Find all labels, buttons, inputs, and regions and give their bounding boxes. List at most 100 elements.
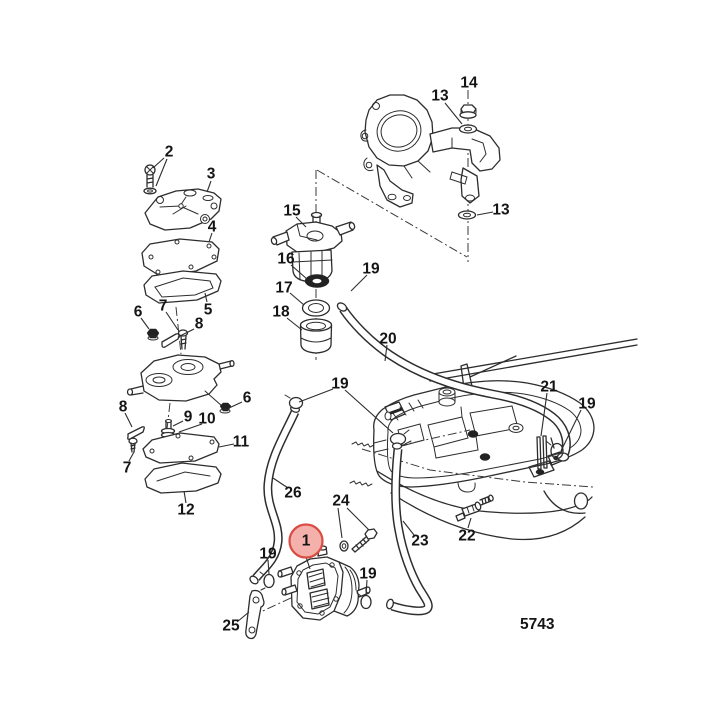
callout-18[interactable]: 18 — [272, 304, 303, 331]
callout-2[interactable]: 2 — [152, 144, 174, 187]
callout-21[interactable]: 21 — [540, 379, 558, 437]
callout-number[interactable]: 1 — [302, 533, 311, 550]
part-1-fuel-pump — [277, 545, 371, 621]
callout-number[interactable]: 17 — [275, 280, 292, 297]
part-14-nut — [459, 104, 477, 119]
highlight-circle[interactable] — [288, 523, 324, 559]
callout-leader-line — [267, 559, 270, 575]
hose-26 — [249, 394, 304, 585]
hose-20 — [336, 302, 571, 462]
callout-number[interactable]: 13 — [431, 88, 449, 105]
callout-16[interactable]: 16 — [277, 251, 308, 280]
callout-leader-line — [204, 292, 208, 303]
callout-number[interactable]: 12 — [177, 502, 194, 519]
callout-8[interactable]: 8 — [119, 399, 133, 428]
clamp-19-hose26-top — [288, 396, 304, 410]
callout-19[interactable]: 19 — [298, 376, 394, 434]
callout-number[interactable]: 19 — [362, 261, 380, 278]
callout-number[interactable]: 16 — [277, 251, 295, 268]
callout-number[interactable]: 7 — [159, 298, 168, 315]
part-17-seal-ring — [301, 299, 331, 317]
callout-14[interactable]: 14 — [460, 75, 478, 92]
callout-25[interactable]: 25 — [222, 611, 250, 635]
callout-26[interactable]: 26 — [272, 477, 302, 502]
callout-number[interactable]: 22 — [458, 528, 475, 545]
part-18-filter-bowl — [299, 318, 333, 354]
callout-19[interactable]: 19 — [259, 546, 277, 575]
callout-leader-line — [272, 477, 289, 489]
callout-23[interactable]: 23 — [402, 520, 429, 550]
callout-number[interactable]: 19 — [359, 566, 377, 583]
callout-number[interactable]: 4 — [208, 219, 217, 236]
callout-6[interactable]: 6 — [228, 390, 252, 409]
callout-number[interactable]: 9 — [184, 409, 193, 426]
part-16-filter-element — [304, 274, 330, 288]
callout-1[interactable]: 1 — [288, 523, 324, 570]
callout-12[interactable]: 12 — [177, 490, 195, 519]
callout-number[interactable]: 5 — [204, 302, 213, 319]
callout-number[interactable]: 26 — [284, 485, 302, 502]
callout-7[interactable]: 7 — [123, 451, 135, 477]
callout-10[interactable]: 10 — [178, 411, 216, 433]
callout-15[interactable]: 15 — [283, 203, 307, 228]
callout-number[interactable]: 8 — [119, 399, 128, 416]
callout-leader-line — [540, 392, 548, 437]
callout-4[interactable]: 4 — [208, 219, 217, 243]
callout-24[interactable]: 24 — [332, 493, 370, 539]
callout-leader-line — [183, 490, 187, 504]
callout-number[interactable]: 20 — [379, 331, 396, 348]
part-22-fitting — [455, 494, 494, 522]
callout-number[interactable]: 19 — [578, 396, 596, 413]
callout-20[interactable]: 20 — [379, 331, 397, 362]
callout-number[interactable]: 24 — [332, 493, 350, 510]
clamp-19-pump-right — [356, 592, 372, 610]
callout-19[interactable]: 19 — [359, 566, 377, 596]
part-25-link-plate — [245, 589, 265, 640]
callout-number[interactable]: 8 — [195, 316, 204, 333]
callout-13[interactable]: 13 — [431, 88, 463, 125]
callout-leader-line — [152, 157, 165, 169]
part-8-pin-left — [127, 426, 145, 440]
part-7-screw-bottom — [128, 437, 138, 453]
callout-7[interactable]: 7 — [159, 298, 179, 331]
callout-number[interactable]: 15 — [283, 203, 301, 220]
callout-number[interactable]: 21 — [540, 379, 558, 396]
callout-leader-line — [172, 420, 184, 427]
callout-number[interactable]: 6 — [134, 304, 143, 321]
callout-leader-line — [295, 216, 307, 228]
callout-leader-line — [177, 328, 195, 338]
callout-9[interactable]: 9 — [172, 409, 193, 427]
callout-number[interactable]: 6 — [243, 390, 252, 407]
callout-number[interactable]: 19 — [259, 546, 277, 563]
callout-leader-line — [208, 232, 213, 243]
callout-17[interactable]: 17 — [275, 280, 305, 306]
callout-11[interactable]: 11 — [218, 434, 250, 451]
callout-leader-line — [560, 409, 582, 452]
callout-5[interactable]: 5 — [204, 292, 213, 319]
callout-number[interactable]: 14 — [460, 75, 478, 92]
callout-number[interactable]: 11 — [233, 434, 250, 451]
callout-3[interactable]: 3 — [206, 166, 216, 193]
callout-number[interactable]: 2 — [165, 144, 174, 161]
callout-6[interactable]: 6 — [134, 304, 150, 330]
callout-leader-line — [124, 412, 133, 428]
callout-19[interactable]: 19 — [350, 261, 380, 292]
callout-number[interactable]: 25 — [222, 618, 240, 635]
callout-number[interactable]: 13 — [492, 202, 510, 219]
callout-number[interactable]: 23 — [411, 533, 429, 550]
callout-number[interactable]: 3 — [207, 166, 216, 183]
callout-number[interactable]: 18 — [272, 304, 290, 321]
callout-22[interactable]: 22 — [458, 517, 476, 545]
callout-number[interactable]: 7 — [123, 460, 132, 477]
callout-leader-line — [155, 158, 168, 187]
callout-19[interactable]: 19 — [560, 396, 596, 452]
callout-13[interactable]: 13 — [476, 202, 510, 219]
callout-leader-line — [346, 507, 370, 531]
callout-leader-line — [289, 292, 305, 306]
callout-number[interactable]: 19 — [331, 376, 349, 393]
part-15-filter-head — [270, 211, 356, 283]
callout-number[interactable]: 10 — [198, 411, 215, 428]
callout-8[interactable]: 8 — [177, 316, 204, 338]
